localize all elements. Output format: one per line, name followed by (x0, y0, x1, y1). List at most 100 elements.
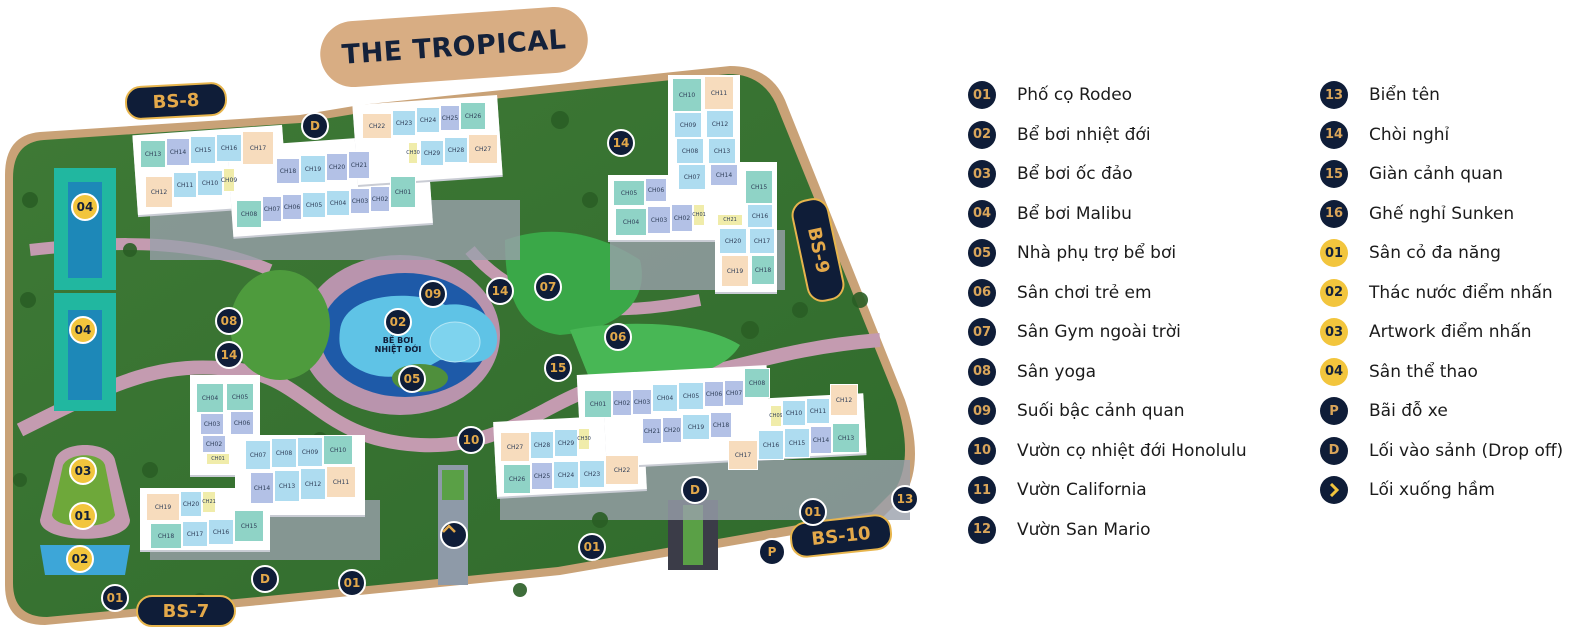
unit-tile[interactable]: CH06 (645, 178, 667, 202)
map-marker-04[interactable]: 04 (69, 316, 97, 344)
unit-tile[interactable]: CH01 (206, 453, 230, 465)
map-marker-02[interactable]: 02 (66, 545, 94, 573)
unit-tile[interactable]: CH05 (678, 382, 704, 410)
unit-tile[interactable]: CH03 (350, 188, 370, 214)
unit-tile[interactable]: CH07 (678, 164, 706, 190)
unit-tile[interactable]: CH06 (282, 194, 302, 220)
unit-tile[interactable]: CH10 (323, 435, 353, 465)
map-marker-08[interactable]: 08 (215, 307, 243, 335)
unit-tile[interactable]: CH04 (196, 383, 224, 413)
unit-tile[interactable]: CH12 (706, 110, 734, 138)
unit-tile[interactable]: CH15 (784, 428, 810, 458)
legend-item[interactable]: Lối xuống hầm (1320, 475, 1495, 505)
unit-tile[interactable]: CH08 (236, 200, 262, 228)
unit-tile[interactable]: CH19 (721, 255, 749, 287)
unit-tile[interactable]: CH27 (500, 432, 530, 462)
unit-tile[interactable]: CH05 (226, 383, 254, 411)
unit-tile[interactable]: CH09 (674, 112, 702, 138)
unit-tile[interactable]: CH08 (271, 438, 297, 468)
unit-tile[interactable]: CH11 (806, 398, 830, 424)
unit-tile[interactable]: CH05 (302, 192, 326, 218)
unit-tile[interactable]: CH20 (180, 491, 202, 517)
unit-tile[interactable]: CH16 (747, 204, 773, 228)
unit-tile[interactable]: CH28 (530, 431, 554, 459)
map-marker-01[interactable]: 01 (338, 569, 366, 597)
unit-tile[interactable]: CH25 (440, 105, 460, 131)
unit-tile[interactable]: CH21 (348, 151, 370, 179)
unit-tile[interactable]: CH02 (612, 390, 632, 416)
map-marker-01[interactable]: 01 (69, 502, 97, 530)
map-marker-03[interactable]: 03 (69, 457, 97, 485)
unit-tile[interactable]: CH27 (468, 134, 498, 164)
map-marker-01[interactable]: 01 (101, 584, 129, 612)
unit-tile[interactable]: CH30 (577, 428, 591, 450)
unit-tile[interactable]: CH14 (250, 472, 274, 504)
unit-tile[interactable]: CH23 (579, 460, 605, 488)
unit-tile[interactable]: CH30 (406, 142, 420, 164)
unit-tile[interactable]: CH09 (221, 168, 237, 192)
unit-tile[interactable]: CH24 (553, 461, 579, 489)
unit-tile[interactable]: CH11 (326, 466, 356, 498)
unit-tile[interactable]: CH25 (531, 462, 553, 490)
unit-tile[interactable]: CH12 (300, 468, 326, 500)
unit-tile[interactable]: CH01 (692, 204, 706, 226)
unit-tile[interactable]: CH21 (202, 491, 216, 513)
unit-tile[interactable]: CH24 (416, 107, 440, 133)
unit-tile[interactable]: CH13 (140, 140, 166, 168)
unit-tile[interactable]: CH21 (717, 214, 743, 226)
unit-tile[interactable]: CH16 (216, 134, 242, 162)
unit-tile[interactable]: CH01 (390, 176, 416, 208)
map-marker-13[interactable]: 13 (891, 485, 919, 513)
unit-tile[interactable]: CH03 (200, 413, 224, 435)
unit-tile[interactable]: CH08 (744, 368, 770, 398)
unit-tile[interactable]: CH15 (745, 170, 773, 204)
unit-tile[interactable]: CH06 (704, 381, 724, 407)
unit-tile[interactable]: CH02 (671, 204, 693, 232)
map-marker-01[interactable]: 01 (578, 533, 606, 561)
unit-tile[interactable]: CH26 (503, 464, 531, 494)
unit-tile[interactable]: CH19 (146, 493, 180, 521)
unit-tile[interactable]: CH18 (751, 255, 775, 285)
unit-tile[interactable]: CH17 (182, 521, 208, 547)
unit-tile[interactable]: CH22 (362, 113, 392, 139)
unit-tile[interactable]: CH04 (326, 190, 350, 216)
unit-tile[interactable]: CH02 (370, 186, 390, 212)
unit-tile[interactable]: CH07 (724, 380, 744, 406)
unit-tile[interactable]: CH15 (190, 136, 216, 164)
unit-tile[interactable]: CH14 (710, 164, 738, 186)
unit-tile[interactable]: CH04 (652, 384, 678, 412)
unit-tile[interactable]: CH03 (647, 206, 671, 234)
map-marker-d[interactable]: D (301, 112, 329, 140)
map-marker-06[interactable]: 06 (604, 323, 632, 351)
map-marker-02[interactable]: 02 (384, 308, 412, 336)
unit-tile[interactable]: CH10 (672, 78, 702, 112)
unit-tile[interactable]: CH16 (758, 430, 784, 460)
unit-tile[interactable]: CH14 (166, 138, 190, 166)
map-marker-14[interactable]: 14 (215, 341, 243, 369)
unit-tile[interactable]: CH11 (704, 76, 734, 110)
unit-tile[interactable]: CH04 (615, 208, 647, 236)
unit-tile[interactable]: CH20 (719, 228, 747, 254)
map-marker-04[interactable]: 04 (71, 193, 99, 221)
unit-tile[interactable]: CH23 (392, 110, 416, 136)
map-marker-d[interactable]: D (681, 476, 709, 504)
unit-tile[interactable]: CH10 (197, 170, 223, 196)
basement-entrance-marker[interactable] (440, 521, 468, 549)
unit-tile[interactable]: CH11 (173, 172, 197, 198)
map-marker-14[interactable]: 14 (607, 129, 635, 157)
unit-tile[interactable]: CH12 (830, 384, 858, 416)
map-marker-15[interactable]: 15 (544, 354, 572, 382)
